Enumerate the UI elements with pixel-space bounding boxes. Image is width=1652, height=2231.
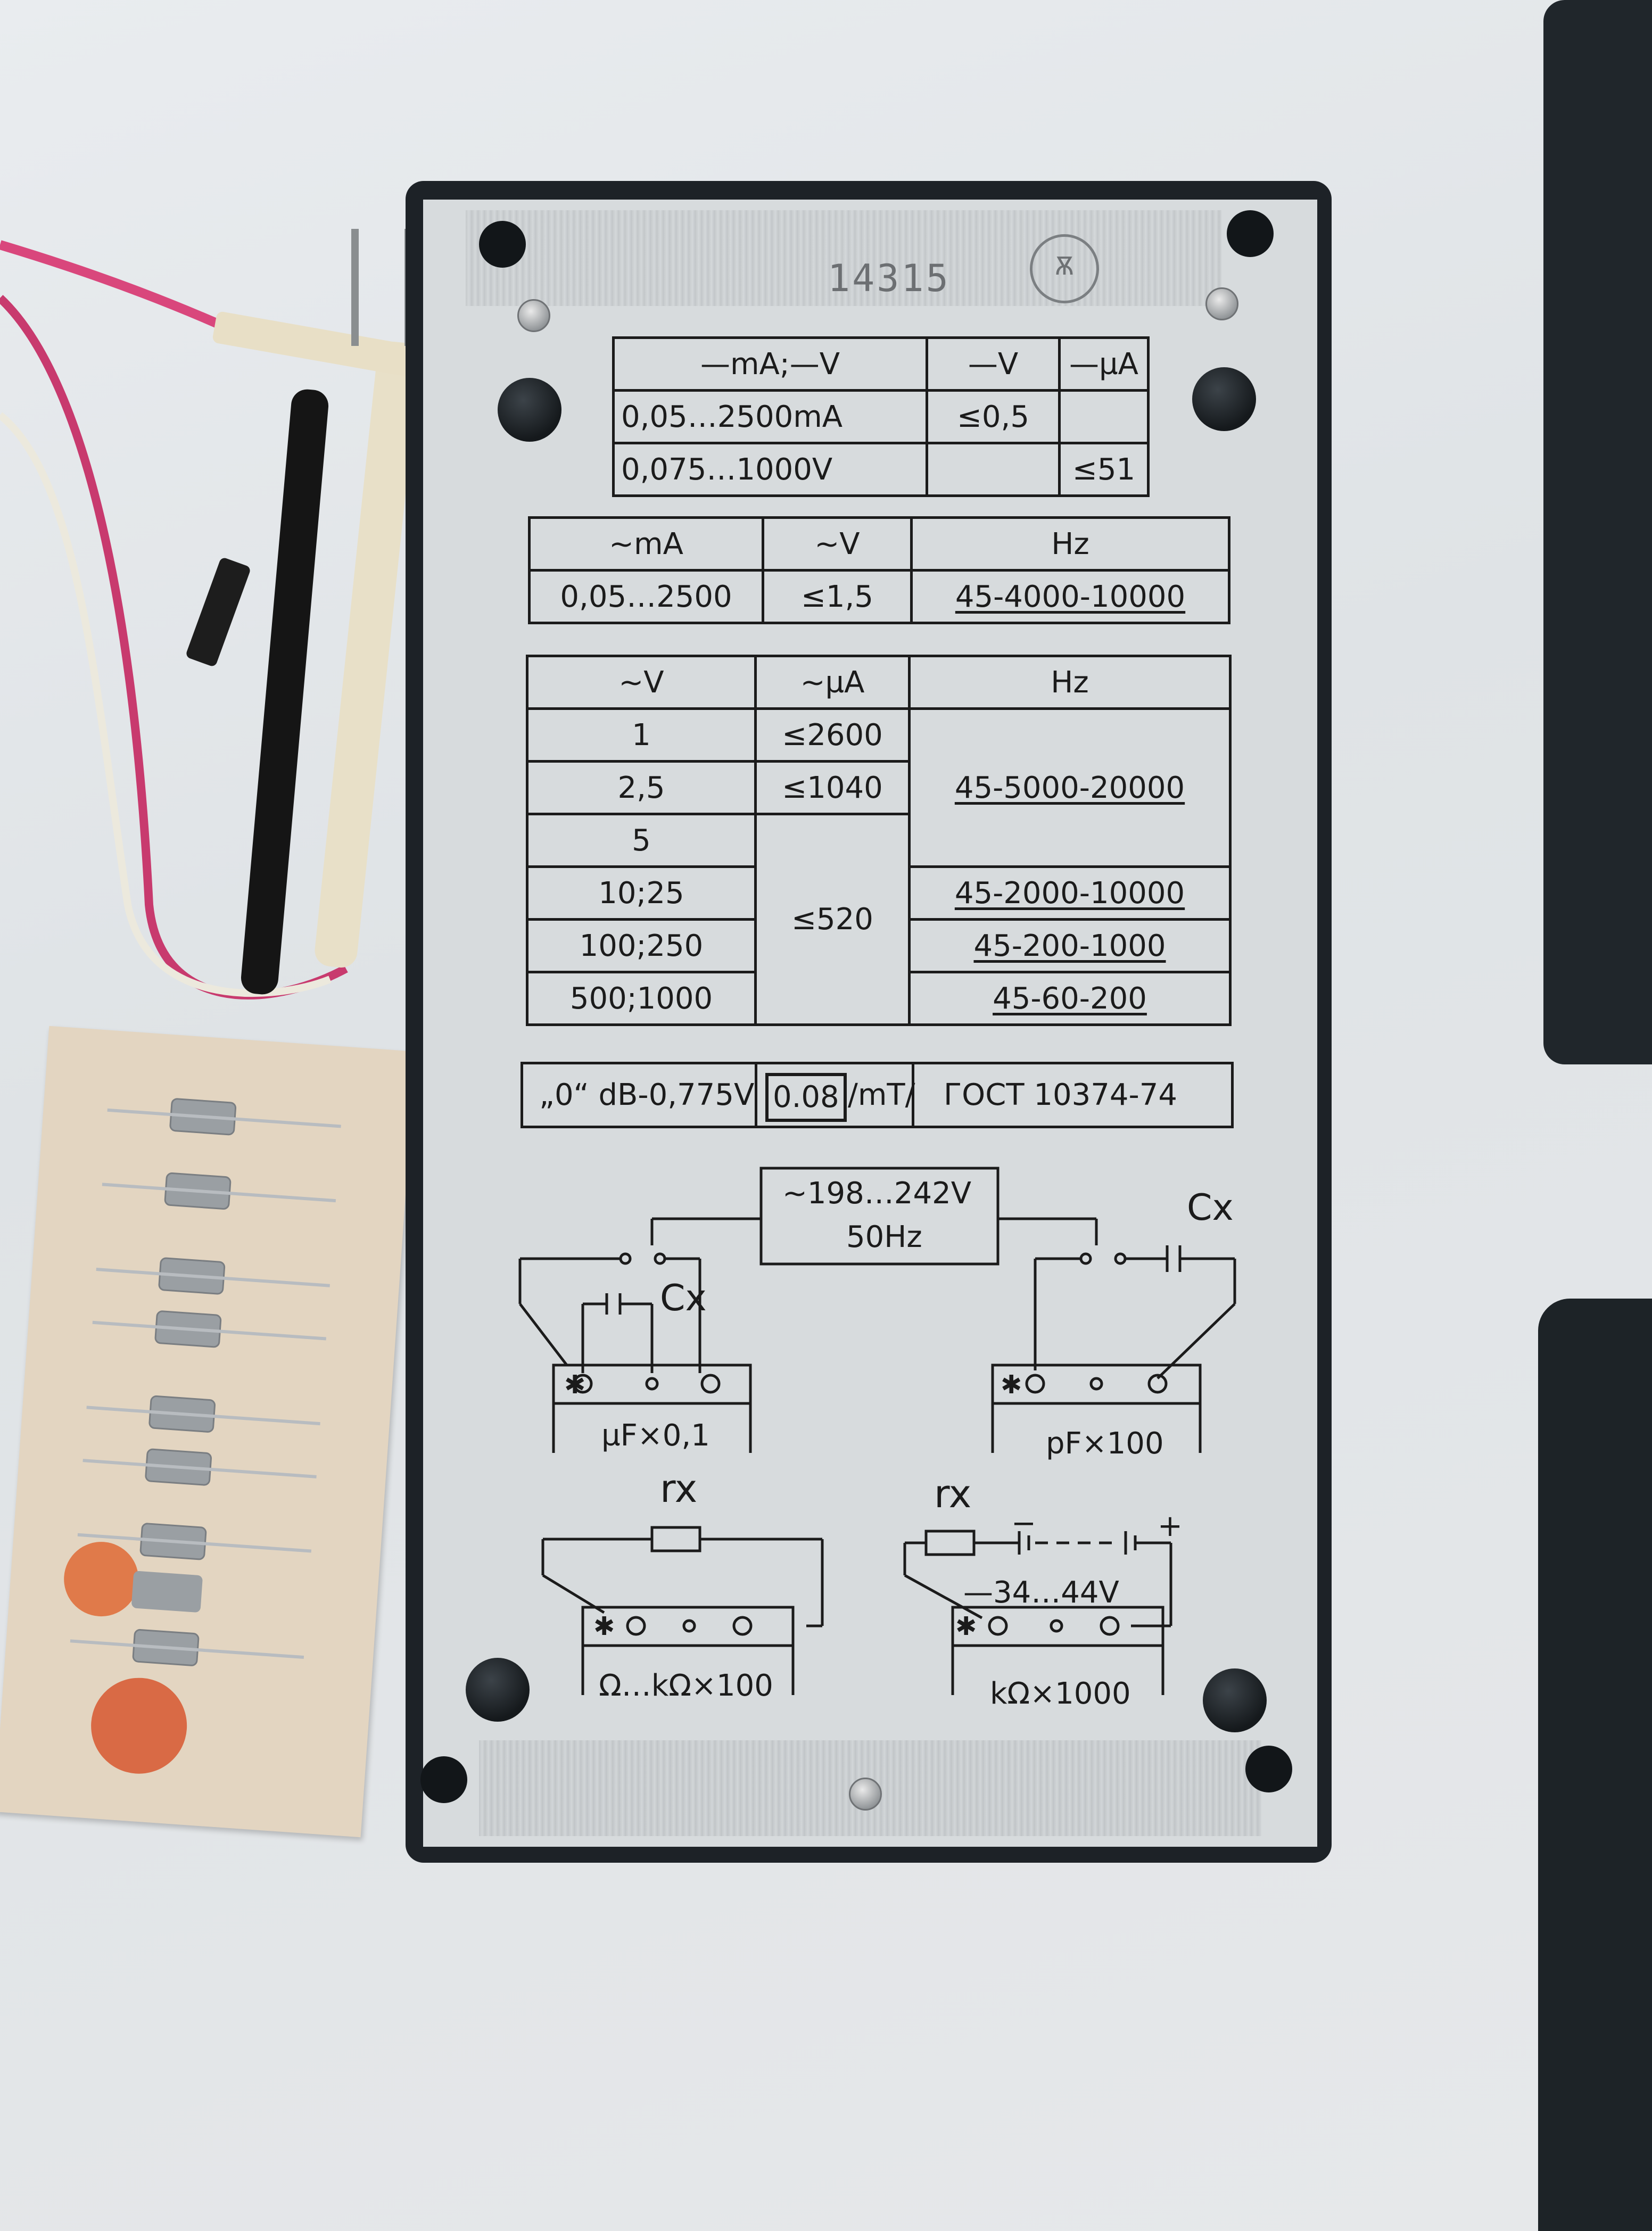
table-cell: 500;1000 [526,971,757,1026]
table-cell: 5 [526,813,757,868]
divider [755,1064,757,1126]
header-cell: Hz [908,655,1232,710]
header-cell: ∼V [526,655,757,710]
header-cell: —µA [1058,336,1150,392]
header-cell: Hz [910,516,1230,572]
resistor-label-right: rx [934,1472,972,1516]
battery-minus-label: − [1011,1506,1036,1541]
db-reference: „0“ dB-0,775V [539,1078,755,1112]
pf-scale-label: pF×100 [1046,1426,1164,1461]
table-cell: ≤0,5 [926,389,1061,444]
table-row: 2,5 ≤1040 [526,760,1230,815]
table-cell: 2,5 [526,760,757,815]
table-cell: ≤2600 [754,707,911,763]
table-cell [1058,389,1150,444]
table-cell: 45-5000-20000 [908,707,1232,868]
table-cell: 10;25 [526,865,757,921]
screw [1205,287,1238,320]
capacitor-label-right: Cx [1187,1187,1234,1229]
table-cell: 0,075…1000V [612,442,928,497]
probe-tip-left [351,229,359,346]
table-header-row: ∼mA ∼V Hz [528,516,1230,572]
instrument-case-edge [1538,1299,1652,2231]
table-row: 5 ≤520 [526,813,1230,1026]
table-cell: 0,05…2500 [528,569,764,624]
table-cell: 45-60-200 [908,971,1232,1026]
uf-scale-label: µF×0,1 [601,1418,710,1453]
table-cell: 1 [526,707,757,763]
supply-voltage: ∼198…242V [782,1176,972,1211]
screw [517,299,550,332]
rubber-foot [1203,1668,1267,1732]
table-cell: 45-200-1000 [908,918,1232,973]
table-cell: ≤520 [754,813,911,1026]
ac-voltage-table: ∼V ∼µA Hz 1 ≤2600 45-5000-20000 2,5 ≤104… [526,655,1232,1026]
mount-hole [420,1756,467,1803]
screw [849,1778,882,1811]
header-cell: ∼µA [754,655,911,710]
ground-asterisk-icon: ✱ [564,1370,585,1400]
capacitor-label-left: Cx [660,1277,707,1319]
table-cell: ≤1040 [754,760,911,815]
table-cell: 45-4000-10000 [910,569,1230,624]
header-cell: —mA;—V [612,336,928,392]
header-cell: ∼V [762,516,913,572]
ohm-scale-label: Ω…kΩ×100 [599,1668,773,1703]
rubber-foot [1192,367,1256,431]
diodes-drawing [64,1098,341,1774]
quality-mark-icon: Ѫ [1030,234,1099,303]
ac-current-table: ∼mA ∼V Hz 0,05…2500 ≤1,5 45-4000-10000 [528,516,1230,624]
field-value-box: 0.08 [765,1073,847,1122]
header-cell: —V [926,336,1061,392]
table-row: 0,05…2500 ≤1,5 45-4000-10000 [528,569,1230,624]
table-cell: 0,05…2500mA [612,389,928,444]
table-row: 0,075…1000V ≤51 [612,442,1150,497]
table-header-row: ∼V ∼µA Hz [526,655,1232,710]
battery-voltage-label: —34…44V [963,1575,1119,1610]
serial-number: 14315 [828,257,951,300]
table-row: 100;250 45-200-1000 [526,918,1232,973]
table-cell [926,442,1061,497]
supply-frequency: 50Hz [846,1220,922,1254]
ground-asterisk-icon: ✱ [955,1612,977,1641]
rubber-foot [498,378,561,442]
dc-spec-table: —mA;—V —V —µA 0,05…2500mA ≤0,5 0,075…100… [612,336,1150,497]
resistor-label-left: rx [660,1466,698,1511]
table-row: 500;1000 45-60-200 [526,971,1232,1026]
instrument-case-lid [1543,0,1652,1064]
reference-row: „0“ dB-0,775V 0.08 /mT/ ГОСТ 10374-74 [521,1062,1234,1128]
divider [912,1064,914,1126]
table-header-row: —mA;—V —V —µA [612,336,1150,392]
mount-hole [1245,1746,1292,1792]
diode-card [0,1026,416,1838]
field-unit: /mT/ [848,1078,915,1112]
connection-diagrams: ✱ ✱ ✱ ✱ [518,1167,1236,1695]
table-row: 0,05…2500mA ≤0,5 [612,389,1150,444]
battery-plus-label: + [1158,1509,1183,1543]
table-cell: ≤1,5 [762,569,913,624]
table-cell: 100;250 [526,918,757,973]
table-cell: ≤51 [1058,442,1150,497]
header-cell: ∼mA [528,516,764,572]
standard-label: ГОСТ 10374-74 [944,1078,1177,1112]
mount-hole [479,221,526,268]
table-row: 1 ≤2600 45-5000-20000 [526,707,1232,868]
rubber-foot [466,1658,530,1722]
mount-hole [1227,210,1274,257]
table-cell: 45-2000-10000 [908,865,1232,921]
ground-asterisk-icon: ✱ [593,1612,615,1641]
table-row: 10;25 45-2000-10000 [526,865,1232,921]
ground-asterisk-icon: ✱ [1001,1370,1022,1400]
kohm-scale-label: kΩ×1000 [990,1676,1131,1711]
